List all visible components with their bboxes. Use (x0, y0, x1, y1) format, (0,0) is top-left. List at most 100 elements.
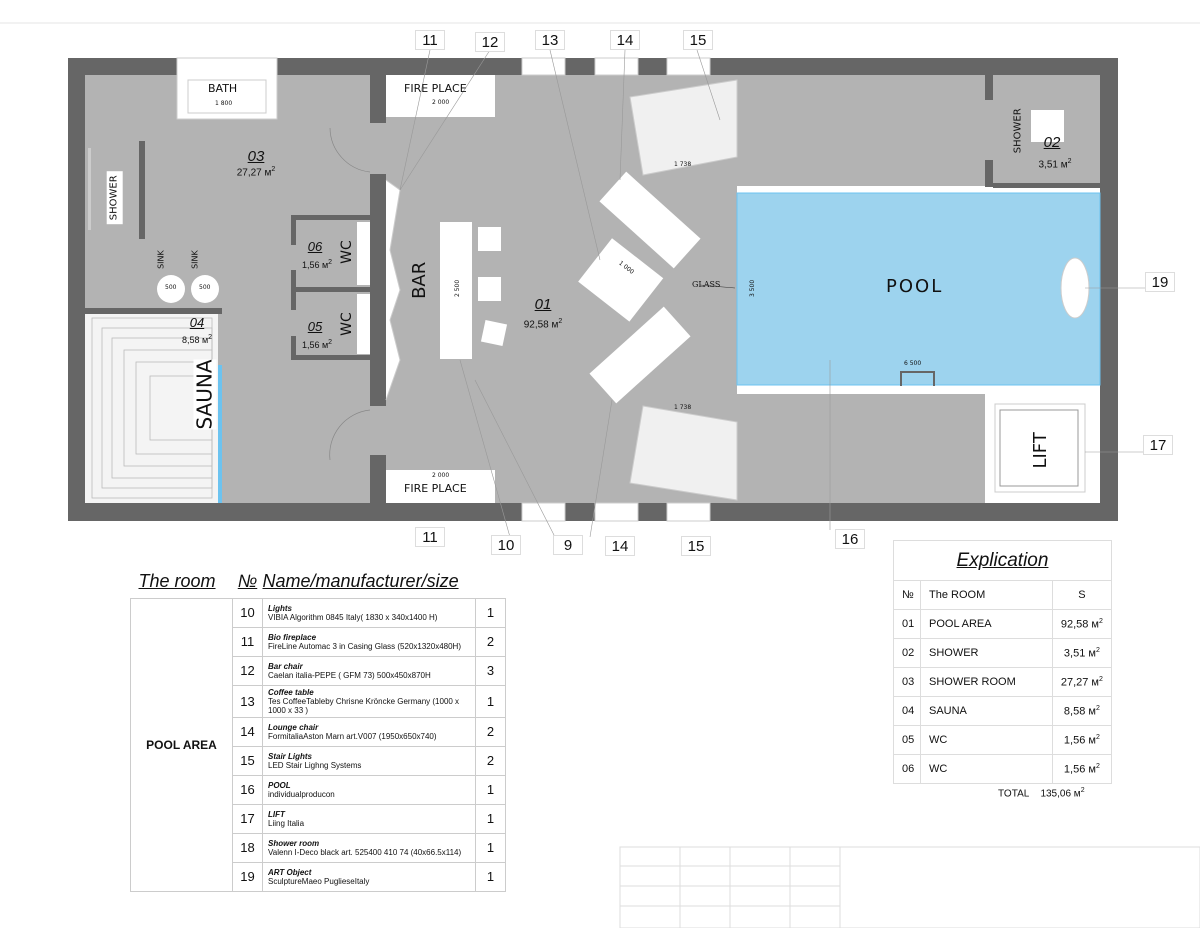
stairs-bottom (629, 405, 738, 501)
room-number: 02 (893, 638, 921, 668)
item-quantity: 1 (475, 803, 506, 834)
fireplace-bottom-label: FIRE PLACE (404, 482, 467, 495)
room-no-06: 06 (307, 239, 323, 254)
room-number: 03 (893, 667, 921, 697)
room-name: SAUNA (920, 696, 1053, 726)
item-quantity: 3 (475, 655, 506, 686)
room-name: SHOWER (920, 638, 1053, 668)
room-no-05: 05 (307, 319, 323, 334)
item-detail: FireLine Automac 3 in Casing Glass (520x… (268, 641, 461, 651)
item-number: 14 (232, 716, 263, 747)
room-number: 05 (893, 725, 921, 755)
room-name: SHOWER ROOM (920, 667, 1053, 697)
header-room: The room (130, 560, 233, 599)
room-number: 01 (893, 609, 921, 639)
item-number: 16 (232, 774, 263, 805)
bar-label: BAR (409, 261, 431, 299)
sink-dim: 500 (199, 284, 211, 291)
item-title: Lights (268, 603, 292, 613)
bar-dim: 2 500 (454, 279, 462, 298)
callout-19: 19 (1145, 272, 1175, 292)
header-no: № (893, 580, 921, 610)
item-detail: SculptureMaeo PuglieseItaly (268, 876, 370, 886)
sculpture (1060, 257, 1090, 319)
explication-total: TOTAL 135,06 м2 (998, 787, 1085, 800)
header-room: The ROOM (920, 580, 1053, 610)
callout-11-bottom: 11 (415, 527, 445, 547)
coffee-table (578, 238, 664, 322)
fireplace-top (386, 75, 495, 117)
item-number: 11 (232, 626, 263, 657)
item-title: Coffee table (268, 687, 314, 697)
fireplace-top-dim: 2 000 (432, 99, 450, 106)
room-no-01: 01 (534, 296, 552, 313)
item-detail: Liing Italia (268, 818, 305, 828)
sink-label: SINK (190, 250, 200, 269)
item-number: 15 (232, 745, 263, 776)
lift (985, 394, 1100, 503)
item-number: 12 (232, 655, 263, 686)
item-quantity: 1 (475, 684, 506, 718)
room-area-02: 3,51 м2 (1038, 158, 1072, 171)
windows (521, 57, 711, 522)
item-quantity: 2 (475, 626, 506, 657)
glass-label: GLASS (692, 280, 721, 289)
sauna-glass (218, 365, 222, 503)
shower-02-label: SHOWER (1012, 108, 1024, 154)
room-area-04: 8,58 м2 (181, 334, 213, 345)
room-name: POOL AREA (130, 597, 233, 892)
room-name: WC (920, 754, 1053, 784)
shower-left-label: SHOWER (106, 171, 123, 225)
room-area-06: 1,56 м2 (301, 259, 333, 270)
pool (736, 192, 1101, 386)
lift-label: LIFT (1029, 432, 1051, 469)
pool-width: 3 500 (749, 279, 757, 298)
callout-16: 16 (835, 529, 865, 549)
item-title: Stair Lights (268, 751, 313, 761)
callout-13: 13 (535, 30, 565, 50)
room-number: 06 (893, 754, 921, 784)
fireplace-bottom (386, 470, 495, 503)
room-area: 3,51 м2 (1051, 638, 1113, 668)
pool-label: POOL (886, 276, 944, 297)
item-quantity: 1 (475, 832, 506, 863)
room-area: 92,58 м2 (1051, 609, 1113, 639)
item-title: LIFT (268, 809, 285, 819)
item-title: Bio fireplace (268, 632, 317, 642)
wc-05-label: WC (338, 312, 355, 336)
item-detail: LED Stair Lighng Systems (268, 760, 362, 770)
room-area-05: 1,56 м2 (301, 339, 333, 350)
sink-dim: 500 (165, 284, 177, 291)
item-number: 18 (232, 832, 263, 863)
sink-label: SINK (156, 250, 166, 269)
header-name: Name/manufacturer/size (262, 560, 506, 599)
lounge-chair (589, 306, 691, 404)
room-area: 1,56 м2 (1051, 754, 1113, 784)
header-no: № (232, 560, 263, 599)
callout-12: 12 (475, 32, 505, 52)
room-name: WC (920, 725, 1053, 755)
item-detail: Caelan italia-PEPE ( GFM 73) 500x450x870… (268, 670, 431, 680)
bath-label: BATH (208, 82, 238, 95)
room-name: POOL AREA (920, 609, 1053, 639)
callout-14-bottom: 14 (605, 536, 635, 556)
wc-06-label: WC (338, 240, 355, 264)
item-detail: Tes CoffeeTableby Chrisne Kröncke German… (268, 696, 460, 715)
item-title: Shower room (268, 838, 320, 848)
callout-11: 11 (415, 30, 445, 50)
item-number: 19 (232, 861, 263, 892)
item-number: 13 (232, 684, 263, 718)
